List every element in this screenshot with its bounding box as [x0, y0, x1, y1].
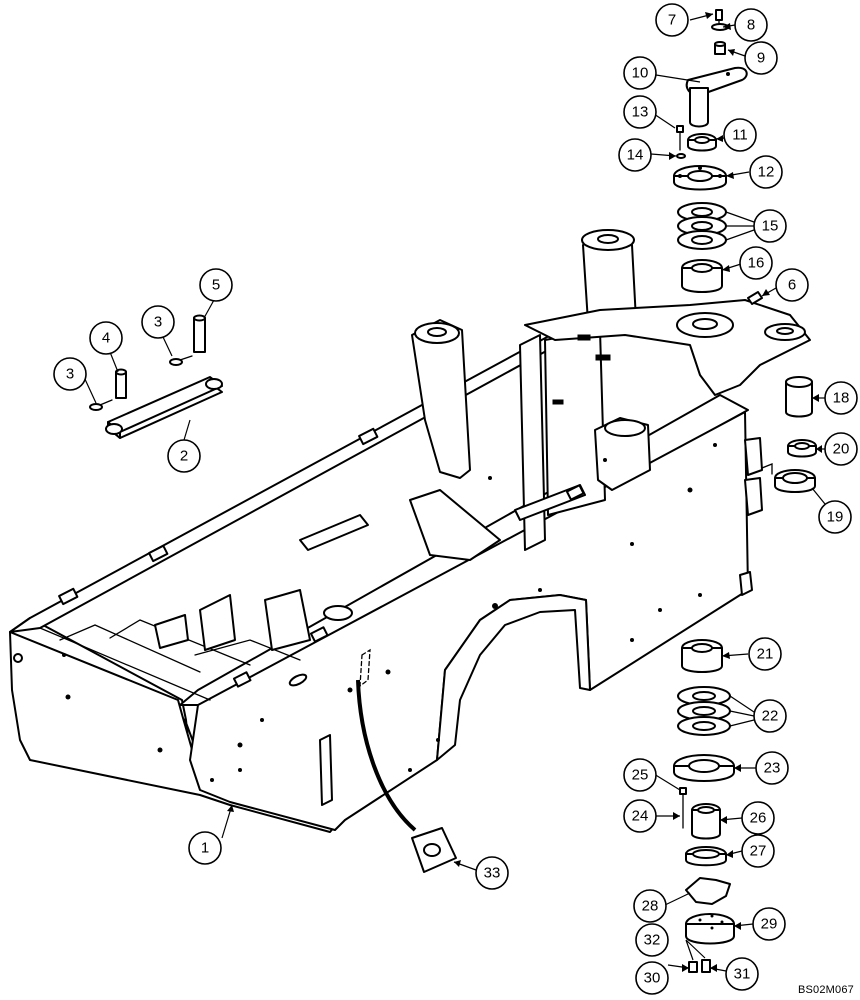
svg-text:10: 10: [632, 65, 649, 82]
svg-text:1: 1: [201, 840, 209, 857]
callout-8: 8: [734, 8, 768, 42]
callout-2: 2: [167, 439, 201, 473]
svg-text:2: 2: [180, 448, 188, 465]
svg-text:20: 20: [833, 441, 850, 458]
callout-25: 25: [623, 758, 657, 792]
svg-text:12: 12: [758, 164, 775, 181]
svg-text:3: 3: [154, 314, 162, 331]
svg-text:31: 31: [734, 966, 751, 983]
svg-text:4: 4: [102, 330, 110, 347]
svg-text:6: 6: [788, 277, 796, 294]
callout-15: 15: [753, 209, 787, 243]
callout-33: 33: [475, 856, 509, 890]
svg-text:13: 13: [632, 104, 649, 121]
callout-10: 10: [623, 56, 657, 90]
callout-22: 22: [753, 699, 787, 733]
callout-24: 24: [623, 799, 657, 833]
callout-19: 19: [818, 500, 852, 534]
svg-text:29: 29: [761, 916, 778, 933]
callout-21: 21: [748, 637, 782, 671]
rear-pivot-parts: [761, 376, 817, 493]
upper-pivot-stack: [673, 9, 763, 305]
callout-32: 32: [635, 923, 669, 957]
callout-27: 27: [741, 834, 775, 868]
svg-text:8: 8: [747, 17, 755, 34]
svg-text:21: 21: [757, 646, 774, 663]
svg-text:3: 3: [66, 366, 74, 383]
callout-4: 4: [89, 321, 123, 355]
callout-12: 12: [749, 155, 783, 189]
svg-text:5: 5: [212, 277, 220, 294]
svg-text:9: 9: [757, 50, 765, 67]
svg-text:26: 26: [750, 810, 767, 827]
callout-16: 16: [739, 246, 773, 280]
callout-20: 20: [824, 432, 858, 466]
lower-pivot-stack: [673, 639, 735, 973]
callout-9: 9: [744, 41, 778, 75]
svg-text:28: 28: [642, 898, 659, 915]
callout-14: 14: [618, 138, 652, 172]
svg-text:30: 30: [644, 970, 661, 987]
callout-3-upper: 3: [141, 305, 175, 339]
main-frame: [9, 229, 811, 833]
callout-11: 11: [723, 118, 757, 152]
svg-text:16: 16: [748, 255, 765, 272]
svg-text:22: 22: [762, 708, 779, 725]
svg-text:33: 33: [484, 865, 501, 882]
callout-29: 29: [752, 907, 786, 941]
callout-6: 6: [775, 268, 809, 302]
svg-text:15: 15: [762, 218, 779, 235]
svg-text:14: 14: [627, 147, 644, 164]
callout-28: 28: [633, 889, 667, 923]
callout-7: 7: [655, 3, 689, 37]
callout-5: 5: [199, 268, 233, 302]
callout-30: 30: [635, 961, 669, 995]
svg-text:32: 32: [644, 932, 661, 949]
callout-3-lower: 3: [53, 357, 87, 391]
drawing-code: BS02M067: [797, 984, 854, 996]
svg-text:7: 7: [668, 12, 676, 29]
hose-end-block: [411, 827, 457, 873]
link-bar-assembly: [89, 314, 223, 439]
svg-text:27: 27: [750, 843, 767, 860]
svg-text:18: 18: [833, 390, 850, 407]
callout-31: 31: [725, 957, 759, 991]
callout-bubbles: 1 2 3 3 4 5 6 7 8 9 10 11 12 13 14 15 16…: [53, 3, 858, 995]
svg-text:19: 19: [827, 509, 844, 526]
callout-23: 23: [755, 751, 789, 785]
callout-18: 18: [824, 381, 858, 415]
svg-text:23: 23: [764, 760, 781, 777]
callout-26: 26: [741, 801, 775, 835]
svg-text:11: 11: [732, 127, 748, 144]
callout-13: 13: [623, 95, 657, 129]
leader-arrowheads: [227, 12, 822, 972]
svg-text:25: 25: [632, 767, 649, 784]
callout-1: 1: [188, 831, 222, 865]
svg-text:24: 24: [632, 808, 649, 825]
